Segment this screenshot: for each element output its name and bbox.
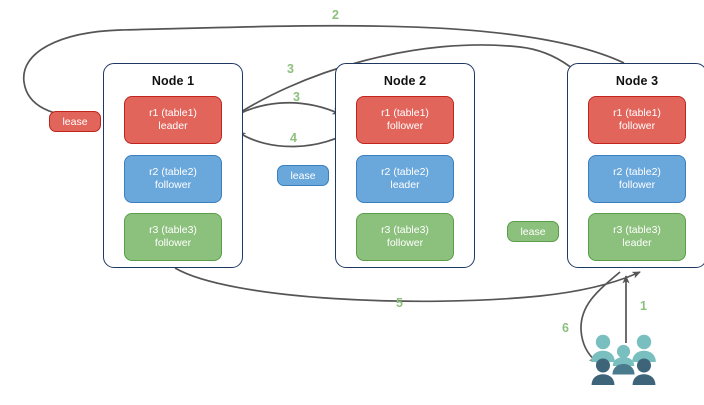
step-label-3-upper: 3 <box>287 62 294 76</box>
replica-name: r3 (table3) <box>381 224 429 236</box>
replica-node3-r1[interactable]: r1 (table1) follower <box>588 96 686 144</box>
replica-node2-r2[interactable]: r2 (table2) leader <box>356 155 454 203</box>
replica-role: follower <box>154 179 192 191</box>
step-label-2: 2 <box>332 8 339 22</box>
replica-node1-r1[interactable]: r1 (table1) leader <box>124 96 222 144</box>
replica-node3-r2[interactable]: r2 (table2) follower <box>588 155 686 203</box>
lease-label: lease <box>62 115 88 128</box>
users-icon-back-row <box>591 334 656 362</box>
lease-label: lease <box>290 169 316 182</box>
users-icon-center-front-person <box>612 364 635 375</box>
replica-node2-r3[interactable]: r3 (table3) follower <box>356 213 454 261</box>
replica-role: follower <box>154 237 192 249</box>
replica-name: r2 (table2) <box>149 166 197 178</box>
users-icon-front-row <box>591 358 656 385</box>
users-icon <box>588 333 660 389</box>
replica-role: leader <box>390 179 420 191</box>
replica-role: follower <box>386 120 424 132</box>
replica-name: r3 (table3) <box>613 224 661 236</box>
replica-name: r1 (table1) <box>149 107 197 119</box>
step-label-4: 4 <box>290 131 297 145</box>
step-label-6: 6 <box>562 321 569 335</box>
node-title-2: Node 2 <box>383 74 427 88</box>
step-label-3-lower: 3 <box>293 90 300 104</box>
node-title-1: Node 1 <box>151 74 195 88</box>
step-label-1: 1 <box>640 299 647 313</box>
replica-role: follower <box>386 237 424 249</box>
replica-node2-r1[interactable]: r1 (table1) follower <box>356 96 454 144</box>
users-icon-center-person <box>612 344 635 366</box>
replica-node1-r2[interactable]: r2 (table2) follower <box>124 155 222 203</box>
replica-node1-r3[interactable]: r3 (table3) follower <box>124 213 222 261</box>
replica-name: r1 (table1) <box>613 107 661 119</box>
replica-name: r2 (table2) <box>613 166 661 178</box>
replica-node3-r3[interactable]: r3 (table3) leader <box>588 213 686 261</box>
replica-role: follower <box>618 179 656 191</box>
lease-badge-blue[interactable]: lease <box>277 165 329 186</box>
step-label-5: 5 <box>396 296 403 310</box>
replica-role: leader <box>622 237 652 249</box>
replica-name: r1 (table1) <box>381 107 429 119</box>
replica-name: r3 (table3) <box>149 224 197 236</box>
lease-badge-green[interactable]: lease <box>507 221 559 242</box>
replica-role: leader <box>158 120 188 132</box>
node-title-3: Node 3 <box>615 74 659 88</box>
lease-badge-red[interactable]: lease <box>49 111 101 132</box>
lease-label: lease <box>520 225 546 238</box>
replica-role: follower <box>618 120 656 132</box>
replica-name: r2 (table2) <box>381 166 429 178</box>
arrow-step-5 <box>174 267 641 303</box>
